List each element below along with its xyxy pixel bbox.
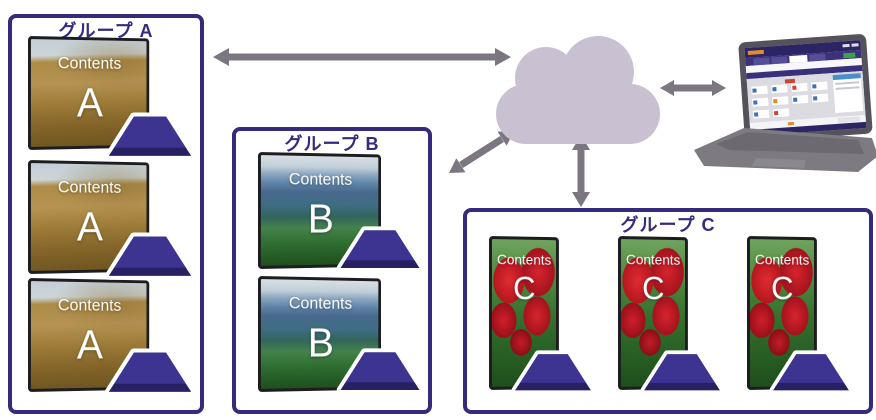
content-letter: C	[621, 271, 685, 305]
set-top-box-icon	[510, 350, 596, 396]
laptop-screen	[738, 34, 873, 143]
set-top-box-icon	[334, 226, 426, 274]
contents-text: Contents	[492, 251, 556, 268]
contents-text: Contents	[750, 251, 814, 268]
set-top-box-icon	[334, 348, 426, 396]
cloud-icon	[494, 28, 662, 146]
laptop-icon	[686, 26, 876, 176]
contents-text: Contents	[31, 53, 147, 74]
contents-text: Contents	[31, 177, 147, 198]
set-top-box-icon	[102, 112, 198, 162]
contents-text: Contents	[261, 293, 378, 314]
content-letter: C	[750, 271, 814, 305]
set-top-box-icon	[102, 232, 198, 282]
contents-text: Contents	[621, 251, 685, 268]
set-top-box-icon	[639, 350, 725, 396]
side-panel	[833, 73, 864, 113]
contents-text: Contents	[31, 295, 147, 316]
arrow-groupA-cloud	[213, 48, 511, 66]
contents-text: Contents	[261, 169, 378, 190]
content-letter: C	[492, 271, 556, 305]
set-top-box-icon	[102, 348, 198, 398]
group-c-label: グループ C	[608, 212, 729, 238]
set-top-box-icon	[768, 350, 854, 396]
